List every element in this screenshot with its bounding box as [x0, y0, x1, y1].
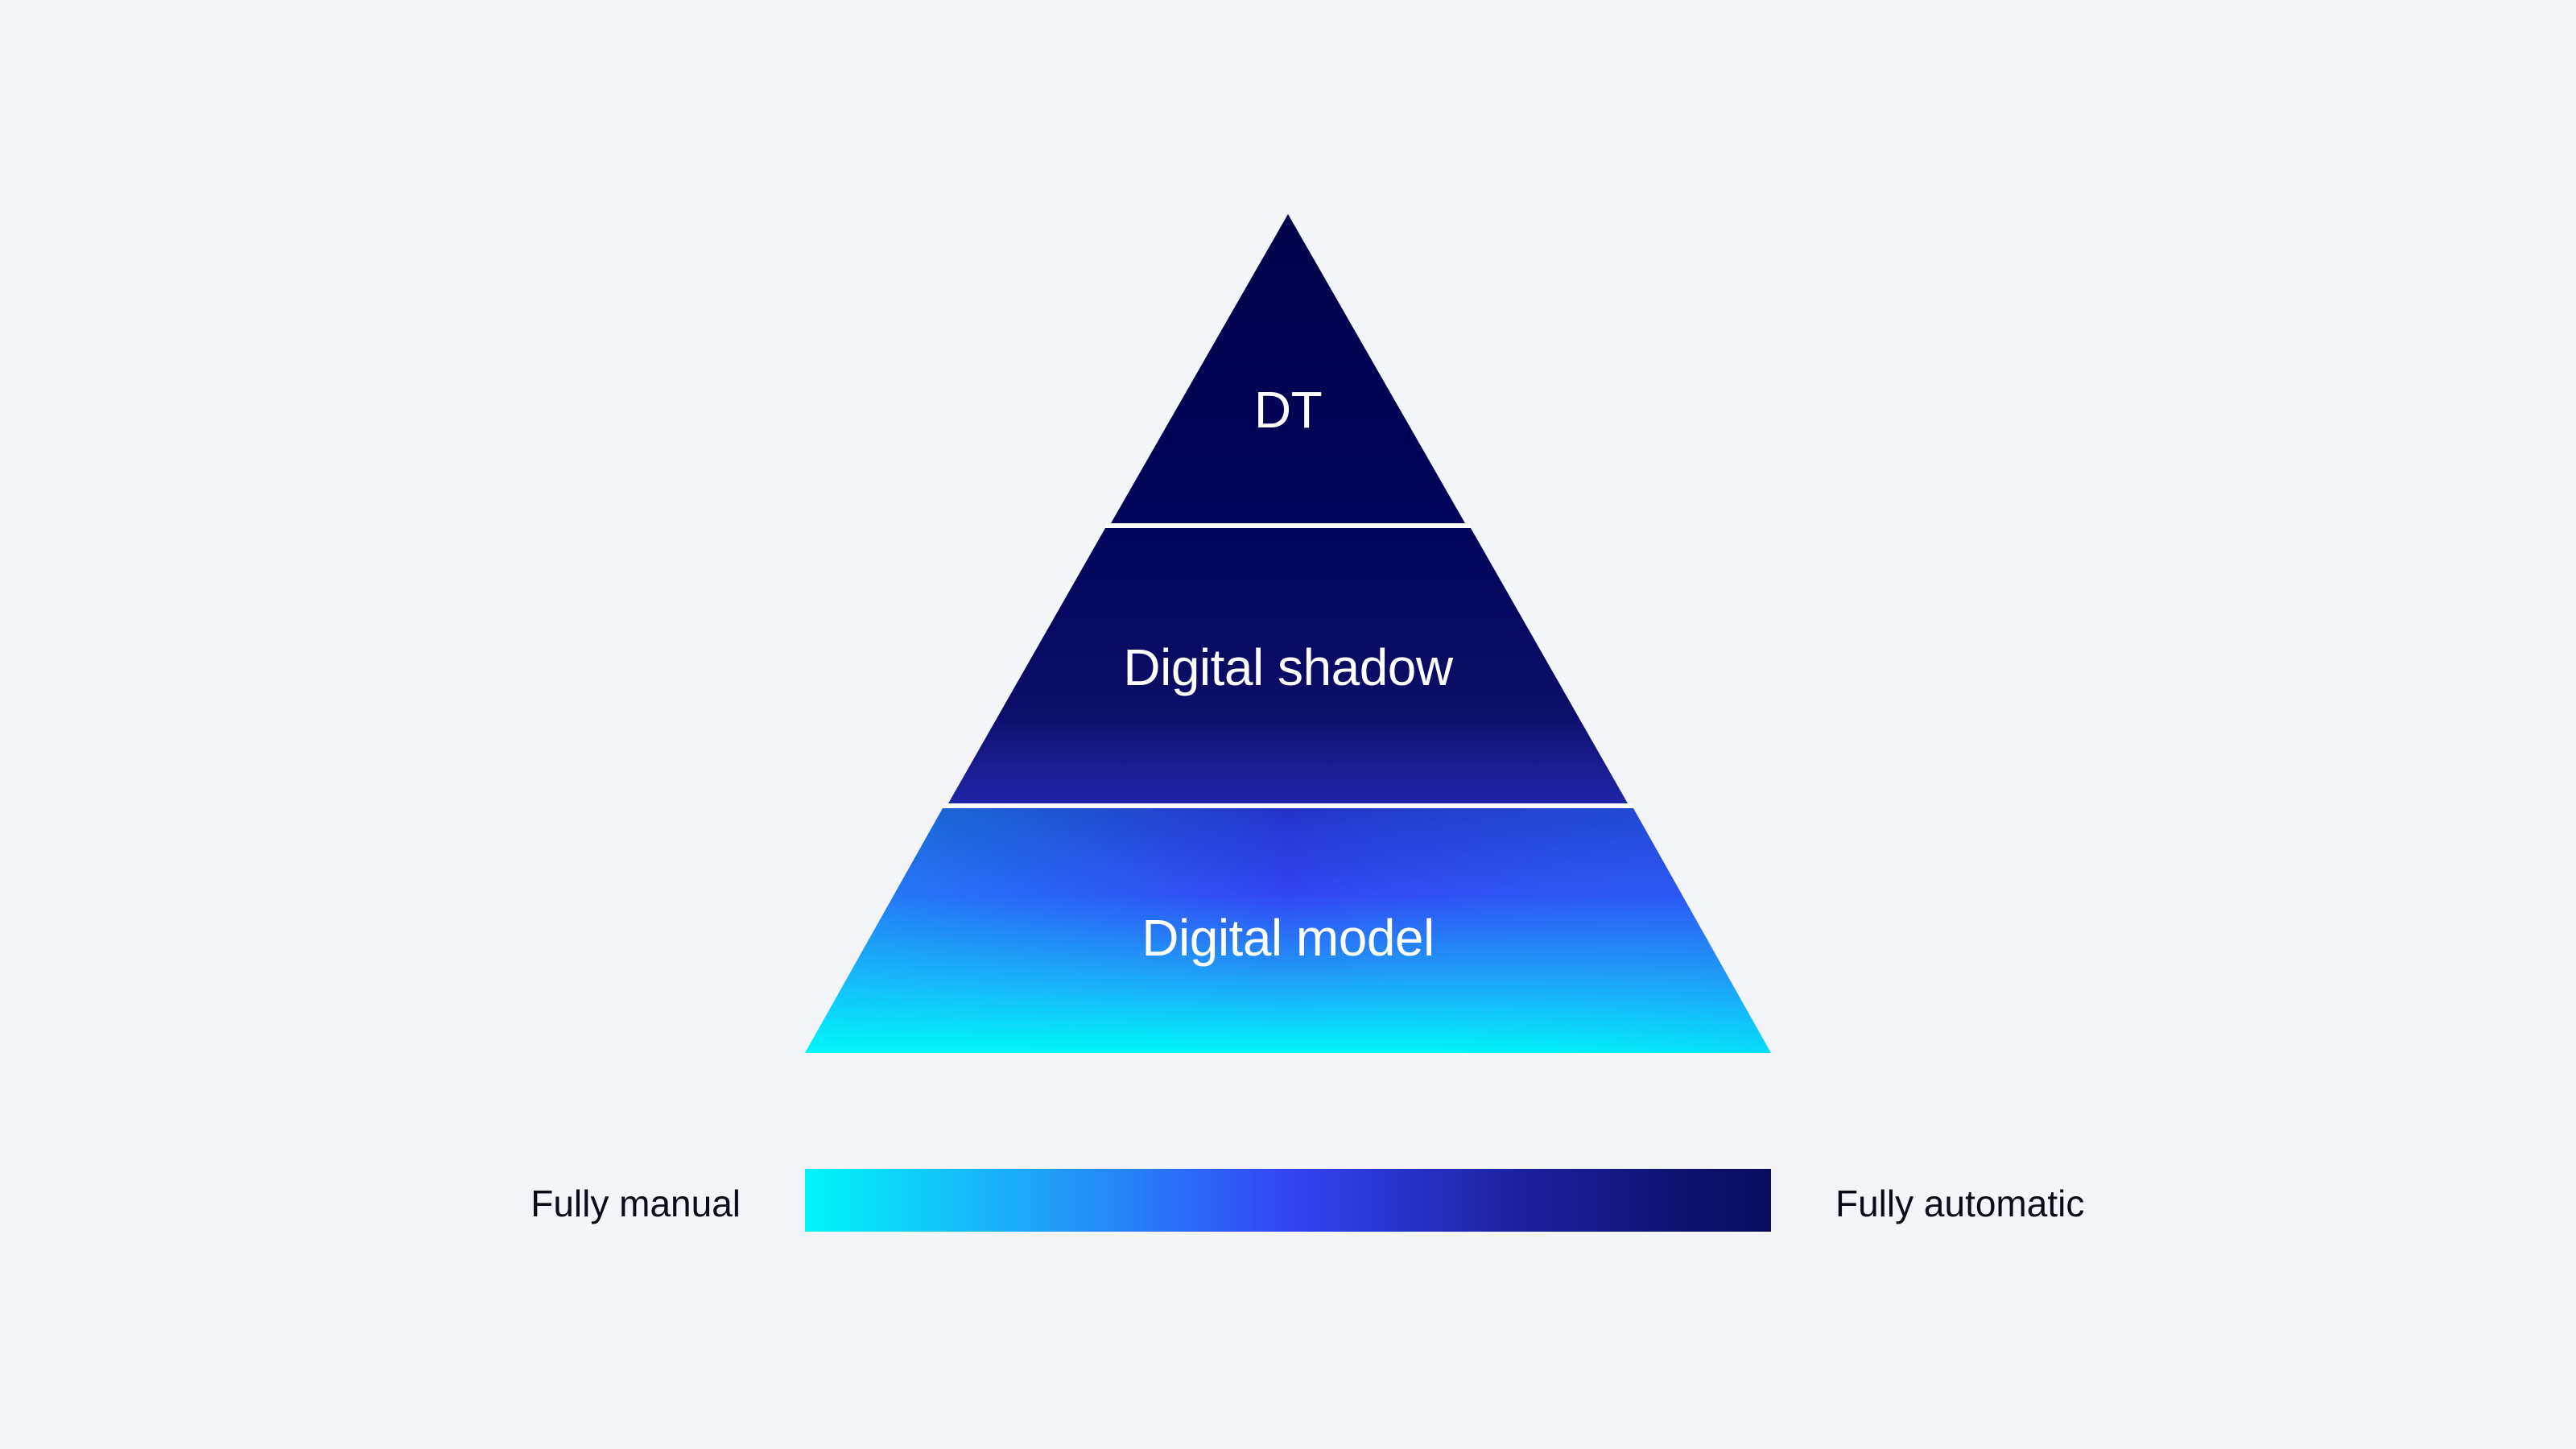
scale-label-automatic: Fully automatic [1835, 1183, 2085, 1224]
tier-top-label: DT [1254, 381, 1322, 439]
tier-top-shape [1111, 214, 1465, 523]
automation-gradient-bar [805, 1169, 1771, 1232]
tier-middle-label: Digital shadow [1123, 638, 1454, 696]
tier-middle-shape [948, 528, 1628, 803]
tier-bottom-shading [805, 808, 1771, 1053]
scale-label-manual: Fully manual [530, 1183, 741, 1224]
tier-bottom-label: Digital model [1141, 909, 1434, 967]
